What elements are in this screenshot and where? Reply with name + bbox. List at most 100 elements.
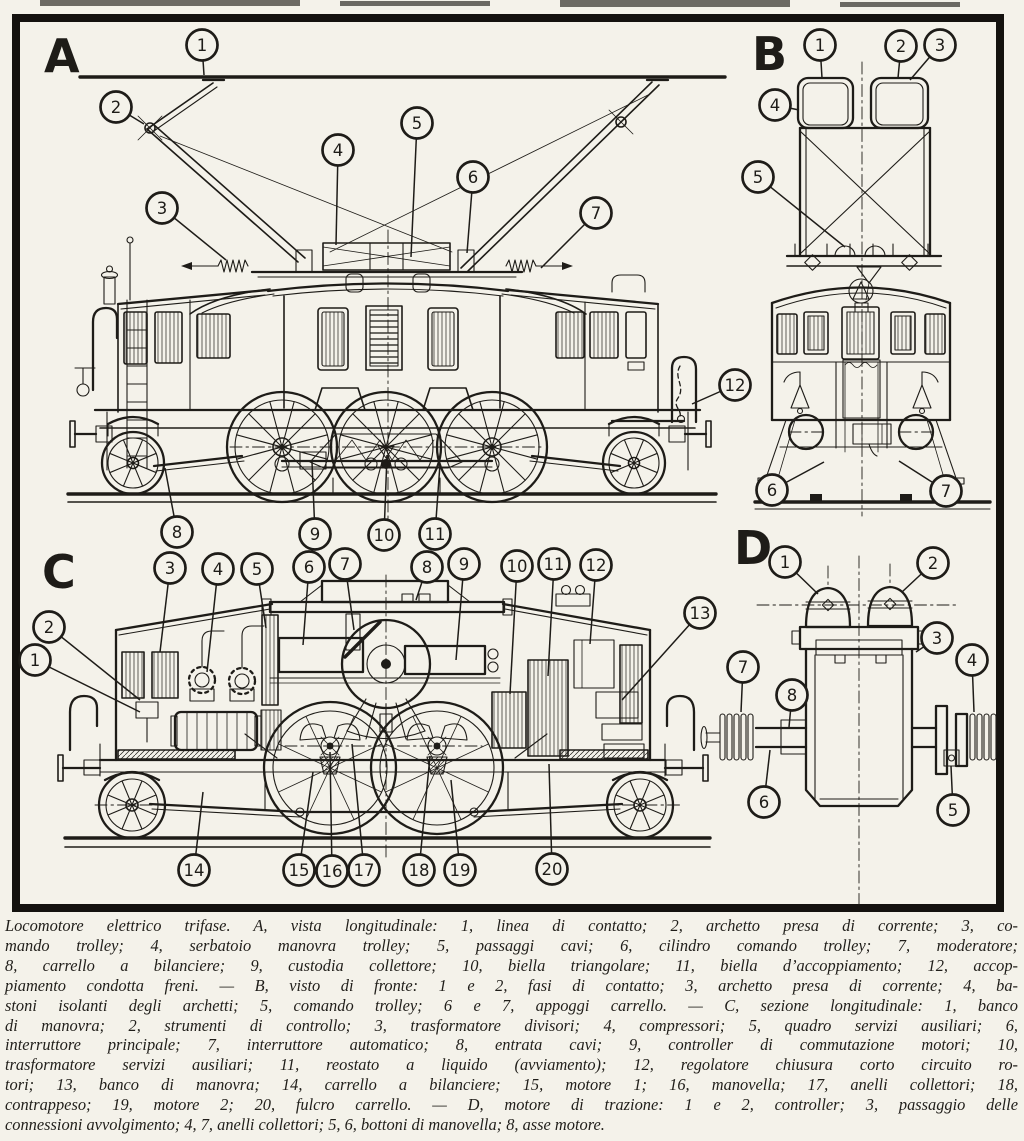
callout-circle-4 <box>321 133 355 167</box>
callout-number-8: 8 <box>172 523 183 542</box>
callout-number-17: 17 <box>354 861 375 880</box>
callout-number-1: 1 <box>30 651 41 670</box>
callout-number-1: 1 <box>815 36 826 55</box>
callout-number-5: 5 <box>412 114 423 133</box>
callout-number-9: 9 <box>459 555 470 574</box>
controller-dome-2 <box>866 585 914 628</box>
callout-circle-1 <box>768 545 802 579</box>
aux-transformer <box>491 691 527 749</box>
rear-desk <box>595 691 639 719</box>
callout-number-11: 11 <box>544 555 565 574</box>
callout-leader-16 <box>329 751 333 872</box>
callout-circle-12 <box>579 548 613 582</box>
driver-desk <box>135 701 159 719</box>
callout-number-13: 13 <box>690 604 711 623</box>
figure-caption: Locomotore elettrico trifase. A, vista l… <box>5 916 1018 1135</box>
callout-circle-5 <box>741 160 775 194</box>
caption-line-4: piamento condotta freni. — B, visto di f… <box>5 975 1018 995</box>
callout-circle-13 <box>683 596 717 630</box>
callout-circle-2 <box>99 90 133 124</box>
caption-line-11: connessioni avvolgimento; 4, 7, anelli c… <box>5 1115 605 1135</box>
callout-circle-12 <box>718 368 752 402</box>
callout-number-4: 4 <box>333 141 344 160</box>
callout-number-5: 5 <box>753 168 764 187</box>
callout-circle-11 <box>418 517 452 551</box>
contact-bow-2 <box>869 76 930 130</box>
view-d: D <box>700 521 997 906</box>
view-a-label: A <box>44 29 80 83</box>
section-wheel-2 <box>369 700 505 836</box>
controller-box <box>403 644 487 676</box>
scan-artifacts <box>40 0 960 7</box>
caption-line-5: stoni isolanti degli archetti; 5, comand… <box>5 995 1018 1015</box>
callout-number-2: 2 <box>111 98 122 117</box>
callout-circle-6 <box>456 160 490 194</box>
callout-number-3: 3 <box>165 559 176 578</box>
callout-circle-4 <box>201 552 235 586</box>
callout-number-7: 7 <box>340 555 351 574</box>
callout-leader-20 <box>548 763 553 870</box>
callout-circle-8 <box>160 515 194 549</box>
callout-circle-14 <box>177 853 211 887</box>
callout-number-19: 19 <box>450 861 471 880</box>
callout-number-14: 14 <box>184 861 205 880</box>
callout-circle-3 <box>923 28 957 62</box>
caption-line-2: mando trolley; 4, serbatoio manovra trol… <box>5 935 1018 955</box>
callout-number-5: 5 <box>252 560 263 579</box>
contact-bow-1 <box>796 76 855 130</box>
callout-number-6: 6 <box>759 793 770 812</box>
callout-leader-5 <box>410 122 418 258</box>
callout-number-6: 6 <box>468 168 479 187</box>
callout-circle-7 <box>929 474 963 508</box>
callout-circle-7 <box>579 196 613 230</box>
view-d-drawing <box>700 555 997 906</box>
callout-number-18: 18 <box>409 861 430 880</box>
callout-leader-13 <box>621 612 701 701</box>
callout-leader-5 <box>757 176 846 248</box>
callout-number-8: 8 <box>787 686 798 705</box>
callout-leader-18 <box>418 755 431 871</box>
view-b-drawing <box>753 61 992 517</box>
short-circuit-regulator <box>573 639 615 689</box>
callout-circle-8 <box>775 678 809 712</box>
motor-body <box>804 647 914 808</box>
callout-number-1: 1 <box>197 36 208 55</box>
callout-number-4: 4 <box>770 96 781 115</box>
callout-number-7: 7 <box>738 658 749 677</box>
callout-circle-2 <box>916 546 950 580</box>
caption-line-6: di manovra; 2, strumenti di controllo; 3… <box>5 1015 1018 1035</box>
callout-circle-8 <box>410 550 444 584</box>
callout-number-6: 6 <box>304 558 315 577</box>
callout-circle-18 <box>402 853 436 887</box>
caption-line-9: tori; 13, banco di manovra; 14, carrello… <box>5 1075 1018 1095</box>
callout-number-10: 10 <box>374 526 395 545</box>
controller-dome-1 <box>804 586 852 629</box>
callout-number-4: 4 <box>213 560 224 579</box>
callout-leader-1 <box>34 659 141 713</box>
callout-number-20: 20 <box>542 860 563 879</box>
callout-leader-17 <box>351 743 365 871</box>
callout-circle-5 <box>936 793 970 827</box>
callout-leader-11 <box>547 563 555 677</box>
callout-circle-5 <box>400 106 434 140</box>
callout-circle-3 <box>920 621 954 655</box>
callout-circle-6 <box>292 550 326 584</box>
callout-number-8: 8 <box>422 558 433 577</box>
view-b: B <box>741 27 992 517</box>
caption-line-1: Locomotore elettrico trifase. A, vista l… <box>5 916 1018 935</box>
callout-number-12: 12 <box>725 376 746 395</box>
figure-plate: A <box>12 0 1004 912</box>
view-c-label: C <box>42 545 76 599</box>
callout-number-12: 12 <box>586 556 607 575</box>
callout-leader-4 <box>206 568 219 673</box>
callout-circle-2 <box>32 610 66 644</box>
triangular-rod <box>309 433 463 471</box>
crank-plate-1 <box>934 704 949 776</box>
callout-number-7: 7 <box>941 482 952 501</box>
callout-number-15: 15 <box>289 861 310 880</box>
caption-line-8: trasformatore servizi ausiliari; 11, reo… <box>5 1055 1018 1075</box>
callout-number-3: 3 <box>935 36 946 55</box>
callout-circle-7 <box>726 650 760 684</box>
